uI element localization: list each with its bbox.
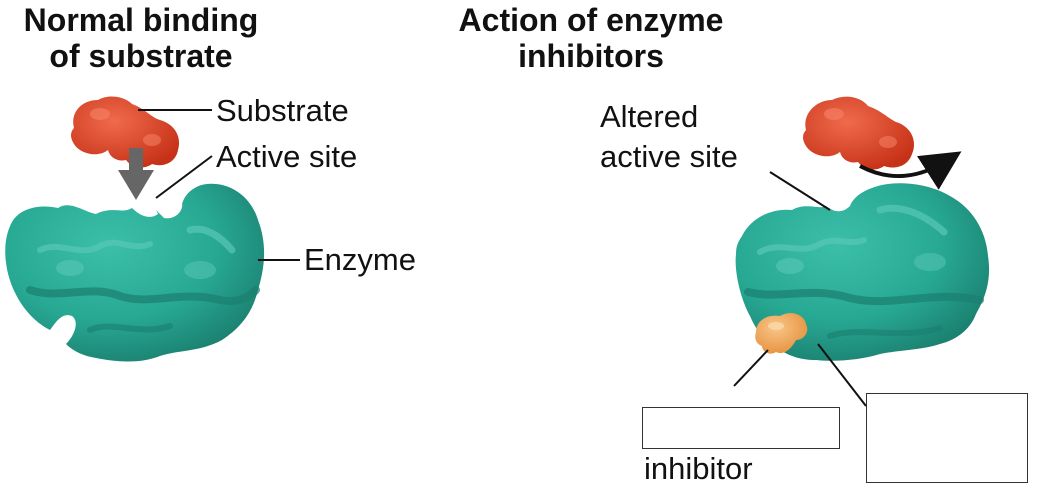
inhibitor-label: inhibitor <box>644 451 753 486</box>
curved-arrow <box>859 151 962 190</box>
active-site-leader-line <box>155 155 213 199</box>
right-panel-title: Action of enzyme inhibitors <box>440 2 742 74</box>
left-title-line1: Normal binding <box>23 2 259 38</box>
right-title-line2: inhibitors <box>518 38 664 74</box>
gray-down-arrow <box>118 148 154 200</box>
substrate-label: Substrate <box>216 93 349 128</box>
binding-site-answer-box[interactable] <box>866 393 1028 483</box>
altered-label-line1: Altered <box>600 99 699 134</box>
inhibitor-molecule <box>755 313 808 354</box>
altered-site-leader-line <box>769 171 831 211</box>
right-title-line1: Action of enzyme <box>458 2 724 38</box>
altered-label-line2: active site <box>600 139 738 174</box>
inhibitor-type-answer-box[interactable] <box>642 407 840 449</box>
left-panel-title: Normal binding of substrate <box>0 2 282 74</box>
left-substrate <box>71 96 180 168</box>
left-enzyme <box>5 183 265 362</box>
right-substrate <box>803 96 915 170</box>
enzyme-label: Enzyme <box>304 242 416 277</box>
inhibitor-leader-line <box>733 349 769 387</box>
enzyme-right-leader-line <box>817 343 867 407</box>
active-site-label: Active site <box>216 139 358 174</box>
left-title-line2: of substrate <box>49 38 233 74</box>
